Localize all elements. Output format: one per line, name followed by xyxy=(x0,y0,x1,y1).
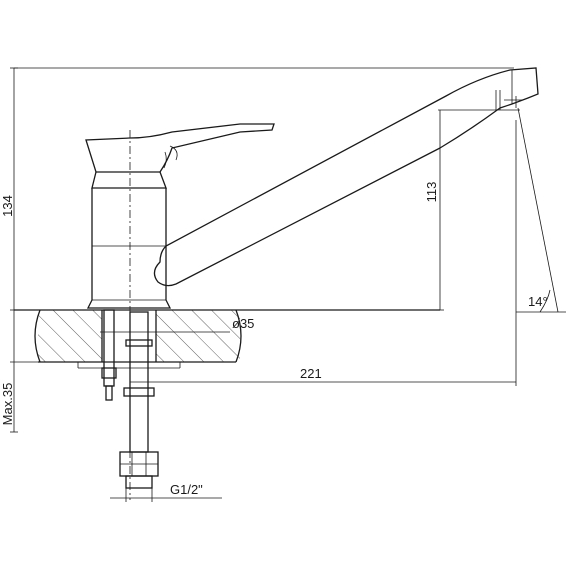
angle-label: 14° xyxy=(528,294,548,309)
reach-label: 221 xyxy=(300,366,322,381)
supply-hoses xyxy=(101,309,159,489)
faucet-spout xyxy=(153,67,539,287)
thread-label: G1/2" xyxy=(170,482,203,497)
dimension-labels: 134 113 14° ø35 221 Max.35 G1/2" xyxy=(0,182,548,497)
countertop-section xyxy=(14,309,440,369)
diameter-label: ø35 xyxy=(232,316,254,331)
dimension-lines xyxy=(10,67,566,502)
max-thickness-label: Max.35 xyxy=(0,383,15,426)
height-total-label: 134 xyxy=(0,195,15,217)
height-spout-label: 113 xyxy=(424,182,439,203)
